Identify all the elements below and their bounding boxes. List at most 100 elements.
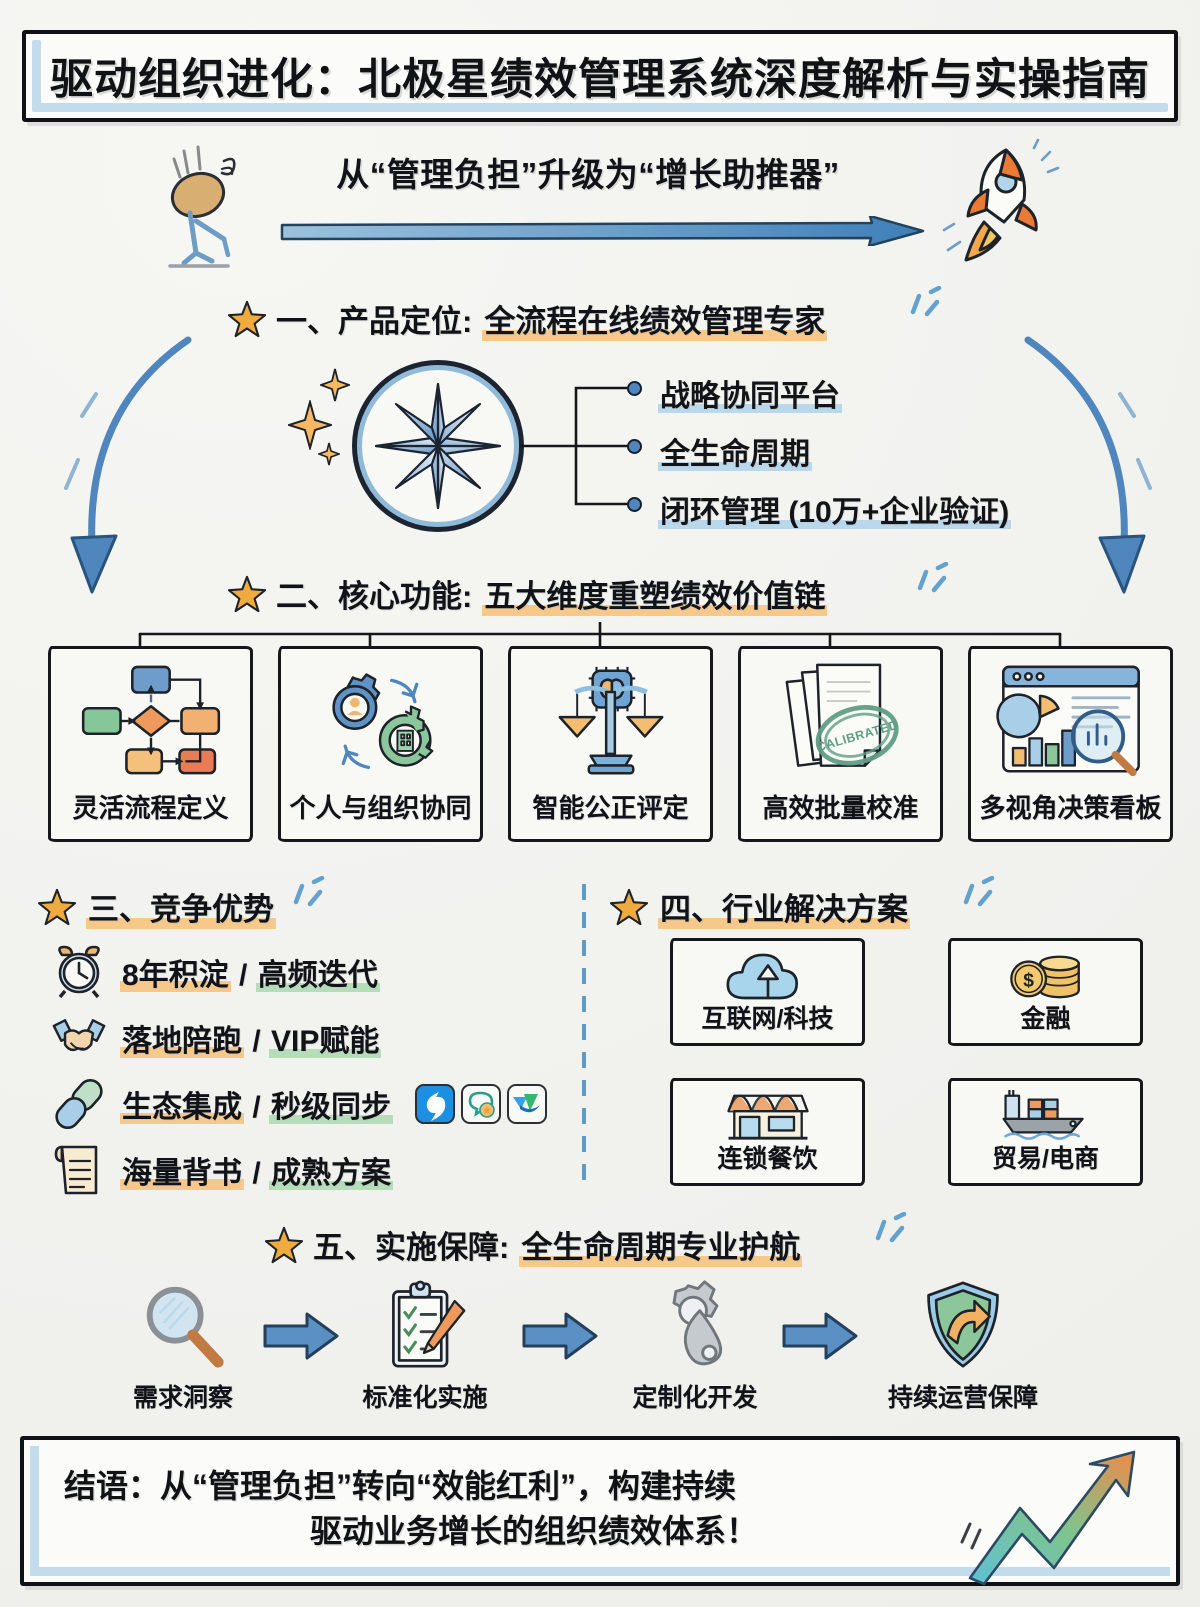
magnifier-icon [108, 1278, 258, 1370]
implementation-step: 持续运营保障 [888, 1278, 1038, 1414]
sparkle-dash-icon [963, 876, 995, 907]
implementation-step-label: 标准化实施 [362, 1384, 488, 1412]
section-divider [582, 884, 586, 1184]
implementation-step-label: 定制化开发 [632, 1384, 758, 1412]
industry-card-label: 连锁餐饮 [717, 1145, 818, 1173]
star-icon [610, 888, 648, 925]
section-one-bullet: 全生命周期 [658, 438, 812, 471]
shield-arrow-icon [888, 1278, 1038, 1370]
section-two-heading-highlight: 五大维度重塑绩效价值链 [482, 571, 828, 616]
bullet-dot [627, 439, 642, 454]
right-arrow-icon [782, 1312, 858, 1360]
bullet-connector-lines [520, 386, 634, 506]
feishu-icon[interactable] [507, 1084, 548, 1124]
section-four-heading-text: 四、行业解决方案 [658, 884, 910, 929]
dashboard-magnifier-icon [971, 663, 1170, 779]
rocket-icon [942, 138, 1060, 262]
wecom-icon[interactable] [461, 1084, 502, 1124]
feature-card[interactable]: 多视角决策看板 [968, 646, 1176, 846]
industry-card-label: 金融 [1020, 1005, 1071, 1033]
sparkle-icon [288, 400, 332, 450]
conclusion-line-1: 结语：从“管理负担”转向“效能红利”，构建持续 [64, 1468, 737, 1504]
sparkle-dash-icon [875, 1212, 907, 1243]
industry-card[interactable]: 贸易/电商 [948, 1078, 1146, 1190]
gear-wrench-icon [620, 1278, 770, 1370]
sparkle-dash-icon [917, 562, 949, 593]
industry-card-label: 贸易/电商 [992, 1145, 1099, 1173]
flowchart-icon [51, 663, 250, 779]
industry-card-label: 互联网/科技 [701, 1005, 834, 1033]
section-five-heading-highlight: 全生命周期专业护航 [519, 1222, 803, 1267]
right-arrow-icon [522, 1312, 598, 1360]
feature-card-label: 智能公正评定 [532, 793, 689, 823]
conclusion-left-edge [30, 1446, 39, 1576]
advantage-row: 海量背书 / 成熟方案 [52, 1143, 394, 1197]
subtitle-text: 从“管理负担”升级为“增长助推器” [336, 156, 840, 193]
banner-left-edge [32, 40, 41, 112]
feature-card[interactable]: 灵活流程定义 [48, 646, 256, 846]
right-arrow-icon [263, 1312, 339, 1360]
compass-rose-icon [352, 360, 524, 532]
sparkle-dash-icon [910, 286, 942, 317]
cloud-upload-icon [673, 949, 862, 1003]
gold-coins-icon: $ [951, 949, 1140, 1003]
advantage-row: 生态集成 / 秒级同步 [52, 1077, 548, 1131]
link-chain-icon [55, 1078, 103, 1130]
feature-card-label: 个人与组织协同 [289, 793, 472, 823]
dingtalk-icon[interactable] [415, 1084, 456, 1124]
cargo-ship-icon [951, 1089, 1140, 1143]
section-three-heading-text: 三、竞争优势 [86, 884, 276, 929]
bullet-dot [627, 381, 642, 396]
star-icon [228, 300, 266, 337]
star-icon [228, 575, 266, 612]
industry-card[interactable]: 连锁餐饮 [670, 1078, 868, 1190]
section-one-heading-highlight: 全流程在线绩效管理专家 [482, 296, 828, 341]
star-icon [265, 1226, 303, 1263]
subtitle-row: 从“管理负担”升级为“增长助推器” [0, 138, 1200, 273]
sparkle-dash-icon [293, 876, 325, 907]
banner-bottom-edge [32, 103, 1168, 112]
advantage-text: 海量背书 / 成熟方案 [120, 1157, 394, 1190]
growth-arrow-chart-icon [960, 1450, 1136, 1585]
implementation-step-label: 持续运营保障 [888, 1384, 1039, 1412]
advantage-text: 8年积淀 / 高频迭代 [120, 959, 380, 992]
tired-person-icon [168, 145, 236, 268]
alarm-clock-icon [58, 945, 100, 999]
feature-card[interactable]: 个人与组织协同 [278, 646, 486, 846]
section-one-bullet: 战略协同平台 [658, 380, 842, 413]
sparkle-tiny-icon [318, 442, 340, 466]
implementation-step-label: 需求洞察 [132, 1384, 233, 1412]
section-two-heading-prefix: 二、核心功能: [276, 579, 473, 614]
feature-card-label: 高效批量校准 [762, 793, 919, 823]
section-three-heading: 三、竞争优势 [38, 884, 276, 929]
sparkle-small-icon [320, 368, 350, 402]
implementation-step: 需求洞察 [108, 1278, 258, 1414]
handshake-icon [52, 1019, 106, 1052]
page-title: 驱动组织进化：北极星绩效管理系统深度解析与实操指南 [50, 55, 1150, 105]
ai-balance-scale-icon [511, 663, 710, 779]
scroll-document-icon [54, 1145, 98, 1195]
feature-card[interactable]: CALIBRATED 高效批量校准 [738, 646, 946, 846]
section-two-heading: 二、核心功能: 五大维度重塑绩效价值链 [228, 571, 828, 616]
industry-card[interactable]: $ 金融 [948, 938, 1146, 1050]
right-curved-arrow [1024, 336, 1152, 594]
feature-card[interactable]: 智能公正评定 [508, 646, 716, 846]
implementation-step: 标准化实施 [350, 1278, 500, 1414]
left-curved-arrow [64, 336, 192, 594]
industry-card[interactable]: 互联网/科技 [670, 938, 868, 1050]
feature-card-label: 灵活流程定义 [72, 793, 229, 823]
gears-people-icon [281, 663, 480, 779]
section-two-connector [138, 622, 1062, 658]
integration-app-badges [415, 1084, 548, 1124]
feature-card-label: 多视角决策看板 [979, 793, 1162, 823]
advantage-text: 落地陪跑 / VIP赋能 [120, 1025, 382, 1058]
section-one-heading: 一、产品定位: 全流程在线绩效管理专家 [228, 296, 828, 341]
storefront-icon [673, 1089, 862, 1143]
conclusion-text: 结语：从“管理负担”转向“效能红利”，构建持续 驱动业务增长的组织绩效体系！ [64, 1464, 964, 1555]
advantage-row: 8年积淀 / 高频迭代 [52, 945, 380, 999]
star-icon [38, 888, 76, 925]
section-one-bullet: 闭环管理 (10万+企业验证) [658, 496, 1012, 529]
clipboard-checklist-icon [350, 1278, 500, 1370]
advantage-text: 生态集成 / 秒级同步 [120, 1091, 394, 1124]
